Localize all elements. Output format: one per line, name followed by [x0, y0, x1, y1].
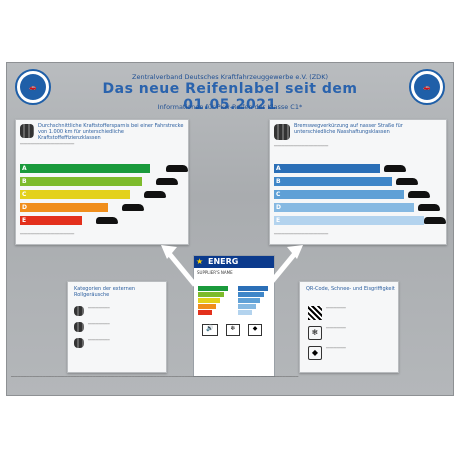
ice-grip-icon: ◆: [308, 346, 322, 360]
speaker-icon: [74, 306, 84, 316]
noise-panel: Kategorien der externen Rollgeräusche ━━…: [67, 281, 167, 373]
qr-panel: QR-Code, Schnee- und Eisgriffigkeit ❄ ◆ …: [299, 281, 399, 373]
wet-class-a: A: [274, 164, 380, 173]
noise-speaker-icon: 🔊: [202, 324, 218, 336]
wet-grip-panel: Bremswegverkürzung auf nasser Straße für…: [269, 119, 447, 245]
wet-class-e: E: [274, 216, 424, 225]
wet-note: ━━━━━━━━━━━━━━━━━━━━━━━━━━━━━━: [274, 232, 329, 236]
speaker-icon: [74, 338, 84, 348]
supplier-name: SUPPLIER'S NAME: [197, 270, 233, 275]
car-icon: [166, 165, 188, 172]
car-icon: 🚗: [20, 74, 46, 100]
zdk-seal-right: 🚗: [409, 69, 445, 105]
fuel-heading: Durchschnittliche Kraftstoffersparnis be…: [38, 123, 184, 141]
label-bar-d: [198, 304, 216, 309]
fuel-class-d: D: [20, 203, 108, 212]
car-icon: [144, 191, 166, 198]
qr-note: ━━━━━━━━━━━: [326, 306, 346, 310]
car-icon: [96, 217, 118, 224]
label-wet-bar-c: [238, 298, 260, 303]
car-icon: [384, 165, 406, 172]
qr-code-icon: [308, 306, 322, 320]
wet-heading: Bremswegverkürzung auf nasser Straße für…: [294, 123, 403, 135]
label-bar-c: [198, 298, 220, 303]
fuel-pump-icon: [20, 124, 34, 138]
car-icon: [408, 191, 430, 198]
car-icon: [424, 217, 446, 224]
zdk-seal-left: 🚗: [15, 69, 51, 105]
label-wet-bar-a: [238, 286, 268, 291]
wet-class-b: B: [274, 177, 392, 186]
label-wet-bar-b: [238, 292, 264, 297]
arrows-graphic: [161, 245, 303, 287]
car-icon: [396, 178, 418, 185]
car-icon: 🚗: [414, 74, 440, 100]
wet-tyre-icon: [274, 124, 290, 140]
label-bar-b: [198, 292, 224, 297]
mountain-snowflake-icon: ❄: [308, 326, 322, 340]
fuel-class-b: B: [20, 177, 142, 186]
ice-icon: ◆: [248, 324, 262, 336]
label-bar-e: [198, 310, 212, 315]
label-wet-bar-e: [238, 310, 252, 315]
snow-note: ━━━━━━━━━━━: [326, 326, 346, 330]
noise-heading: Kategorien der externen Rollgeräusche: [74, 286, 136, 298]
snowflake-icon: ❄: [226, 324, 240, 336]
arrow-to-fuel: [165, 249, 197, 287]
fuel-class-e: E: [20, 216, 82, 225]
fuel-footnote: ━━━━━━━━━━━━━━━━━━━━━━━━━━━━━━: [20, 142, 75, 146]
eu-tyre-label: ENERG ★ SUPPLIER'S NAME 🔊 ❄ ◆: [193, 255, 275, 377]
car-icon: [156, 178, 178, 185]
page-subtitle: Informationen für Pkw-Reifen der Klasse …: [157, 103, 303, 111]
arrow-head-fuel: [161, 245, 177, 259]
arrow-head-wet: [287, 245, 303, 259]
fuel-efficiency-panel: Durchschnittliche Kraftstoffersparnis be…: [15, 119, 189, 245]
ice-note: ━━━━━━━━━━━: [326, 346, 346, 350]
car-icon: [418, 204, 440, 211]
energy-label-title: ENERG: [208, 257, 239, 266]
noise-class-c-note: ━━━━━━━━━━━━: [88, 338, 110, 342]
fuel-class-a: A: [20, 164, 150, 173]
page-title: Das neue Reifenlabel seit dem 01.05.2021: [102, 81, 358, 113]
label-header: ENERG ★: [194, 256, 274, 268]
footnotes: ━━━━━━━━━━━━━━━━━━━━━━━━━━━━━━━━━━━━━━━━…: [11, 375, 299, 378]
label-wet-bar-d: [238, 304, 256, 309]
fuel-class-c: C: [20, 190, 130, 199]
label-bar-a: [198, 286, 228, 291]
car-icon: [122, 204, 144, 211]
wet-class-d: D: [274, 203, 414, 212]
tyre-label-poster: 🚗 🚗 Zentralverband Deutsches Kraftfahrze…: [6, 62, 454, 396]
arrow-to-wet: [267, 249, 299, 287]
noise-class-b-note: ━━━━━━━━━━━━: [88, 322, 110, 326]
wet-class-c: C: [274, 190, 404, 199]
wet-footnote: ━━━━━━━━━━━━━━━━━━━━━━━━━━━━━━: [274, 144, 329, 148]
noise-class-a-note: ━━━━━━━━━━━━: [88, 306, 110, 310]
fuel-note: ━━━━━━━━━━━━━━━━━━━━━━━━━━━━━━: [20, 232, 75, 236]
eu-flag-icon: ★: [196, 257, 204, 266]
qr-heading: QR-Code, Schnee- und Eisgriffigkeit: [306, 286, 395, 292]
speaker-icon: [74, 322, 84, 332]
organisation-name: Zentralverband Deutsches Kraftfahrzeugge…: [132, 73, 328, 81]
